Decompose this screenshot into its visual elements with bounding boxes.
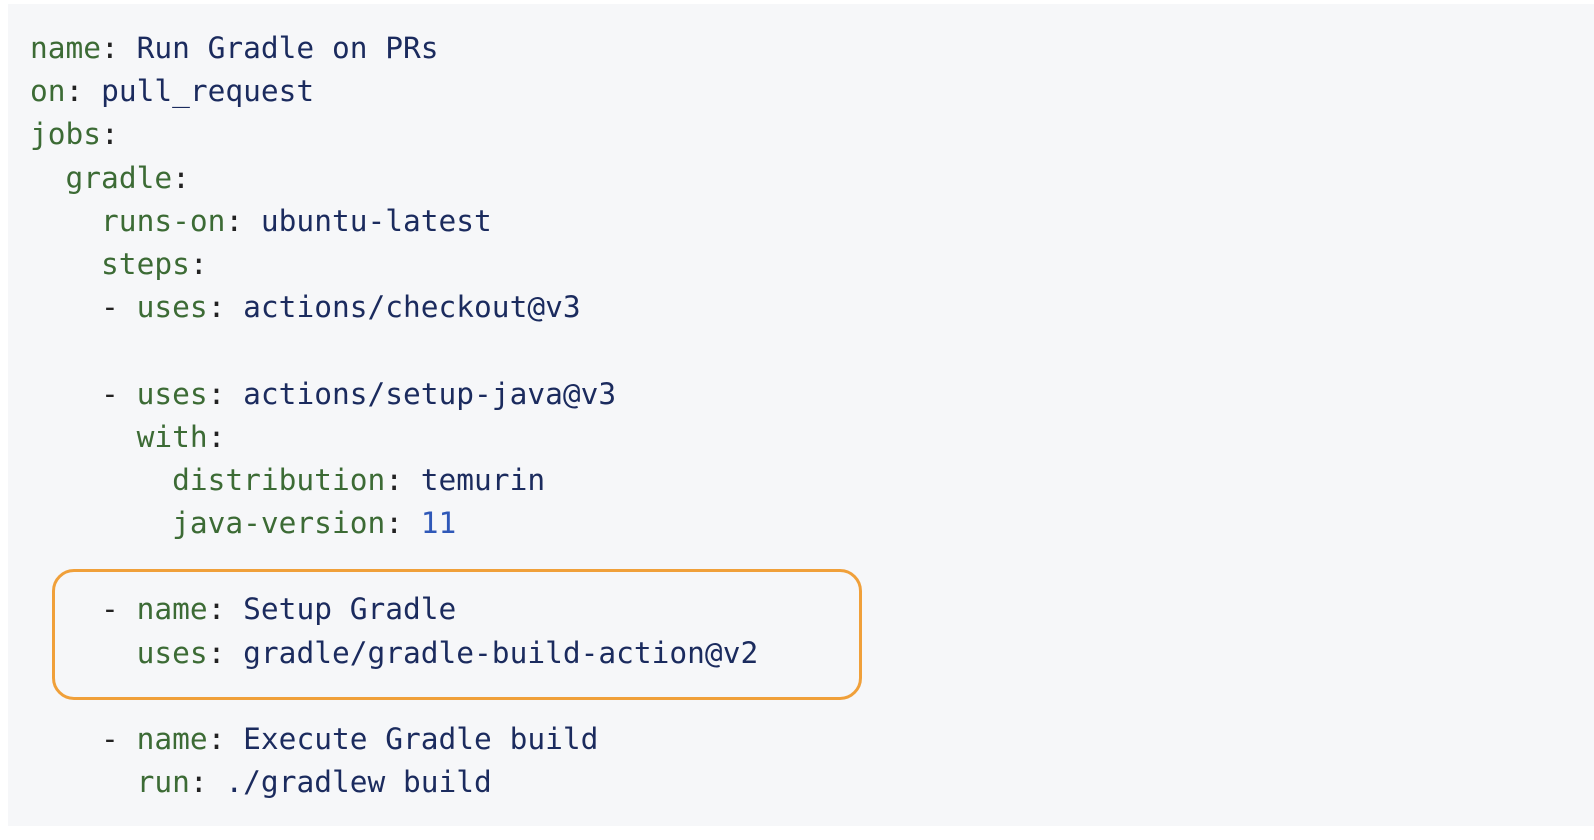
- yaml-key: with: [136, 419, 208, 454]
- yaml-key: runs-on: [101, 203, 226, 238]
- yaml-key: jobs: [30, 117, 102, 152]
- colon: :: [207, 419, 226, 454]
- indent: [30, 161, 66, 195]
- colon: :: [189, 765, 208, 800]
- list-dash: -: [101, 290, 137, 325]
- code-line: runs-on: ubuntu-latest: [30, 200, 758, 243]
- yaml-key: name: [136, 722, 208, 756]
- yaml-key: java-version: [172, 506, 386, 541]
- indent: [30, 204, 101, 238]
- list-dash: -: [101, 592, 137, 627]
- yaml-key: on: [30, 74, 66, 109]
- code-line: - name: Execute Gradle build: [30, 718, 758, 761]
- yaml-value: gradle/gradle-build-action@v2: [243, 635, 759, 670]
- yaml-key: steps: [101, 246, 190, 281]
- colon: :: [101, 31, 119, 65]
- colon: :: [207, 290, 226, 325]
- yaml-key: uses: [136, 376, 208, 411]
- yaml-key: gradle: [65, 160, 173, 195]
- colon: :: [385, 462, 403, 497]
- highlight-box-setup-gradle: [52, 569, 862, 700]
- code-line: - uses: actions/setup-java@v3: [30, 373, 758, 416]
- indent: [30, 463, 172, 497]
- code-line: uses: gradle/gradle-build-action@v2: [30, 632, 759, 675]
- colon: :: [189, 246, 208, 281]
- indent: [30, 506, 172, 540]
- colon: :: [101, 117, 119, 152]
- code-line: gradle:: [30, 157, 758, 200]
- code-line: with:: [30, 416, 758, 459]
- code-line: distribution: temurin: [30, 459, 758, 502]
- indent: [30, 722, 101, 756]
- indent: [30, 377, 101, 411]
- yaml-value: ./gradlew build: [225, 765, 492, 800]
- yaml-value: Setup Gradle: [243, 592, 457, 627]
- colon: :: [172, 160, 190, 195]
- list-dash: -: [101, 722, 137, 756]
- yaml-value: actions/checkout@v3: [243, 290, 581, 325]
- colon: :: [207, 592, 226, 627]
- colon: :: [65, 74, 84, 109]
- colon: :: [207, 635, 226, 670]
- colon: :: [207, 376, 226, 411]
- yaml-value: 11: [420, 506, 457, 541]
- code-line: jobs:: [30, 113, 758, 156]
- colon: :: [385, 506, 403, 541]
- code-line: [30, 329, 758, 372]
- yaml-key: name: [136, 592, 208, 627]
- yaml-key: uses: [136, 290, 208, 325]
- yaml-value: actions/setup-java@v3: [243, 376, 617, 411]
- code-line: - uses: actions/checkout@v3: [30, 286, 758, 329]
- colon: :: [207, 722, 226, 756]
- colon: :: [225, 203, 244, 238]
- code-line: java-version: 11: [30, 502, 758, 545]
- indent: [30, 247, 101, 281]
- code-line: name: Run Gradle on PRs: [30, 27, 758, 70]
- yaml-value: pull_request: [101, 74, 315, 109]
- yaml-value: ubuntu-latest: [260, 203, 492, 238]
- yaml-key: name: [30, 31, 102, 65]
- yaml-key: run: [136, 765, 190, 800]
- list-dash: -: [101, 376, 137, 411]
- code-line: run: ./gradlew build: [30, 761, 758, 804]
- code-line: steps:: [30, 243, 758, 286]
- code-line: on: pull_request: [30, 70, 758, 113]
- yaml-value: temurin: [420, 462, 546, 497]
- indent: [30, 765, 137, 799]
- yaml-value: Run Gradle on PRs: [136, 31, 439, 65]
- yaml-value: Execute Gradle build: [243, 722, 599, 756]
- yaml-key: distribution: [172, 462, 386, 497]
- indent: [30, 290, 101, 324]
- indent: [30, 420, 137, 454]
- code-line: - name: Setup Gradle: [30, 588, 758, 631]
- yaml-key: uses: [136, 635, 208, 670]
